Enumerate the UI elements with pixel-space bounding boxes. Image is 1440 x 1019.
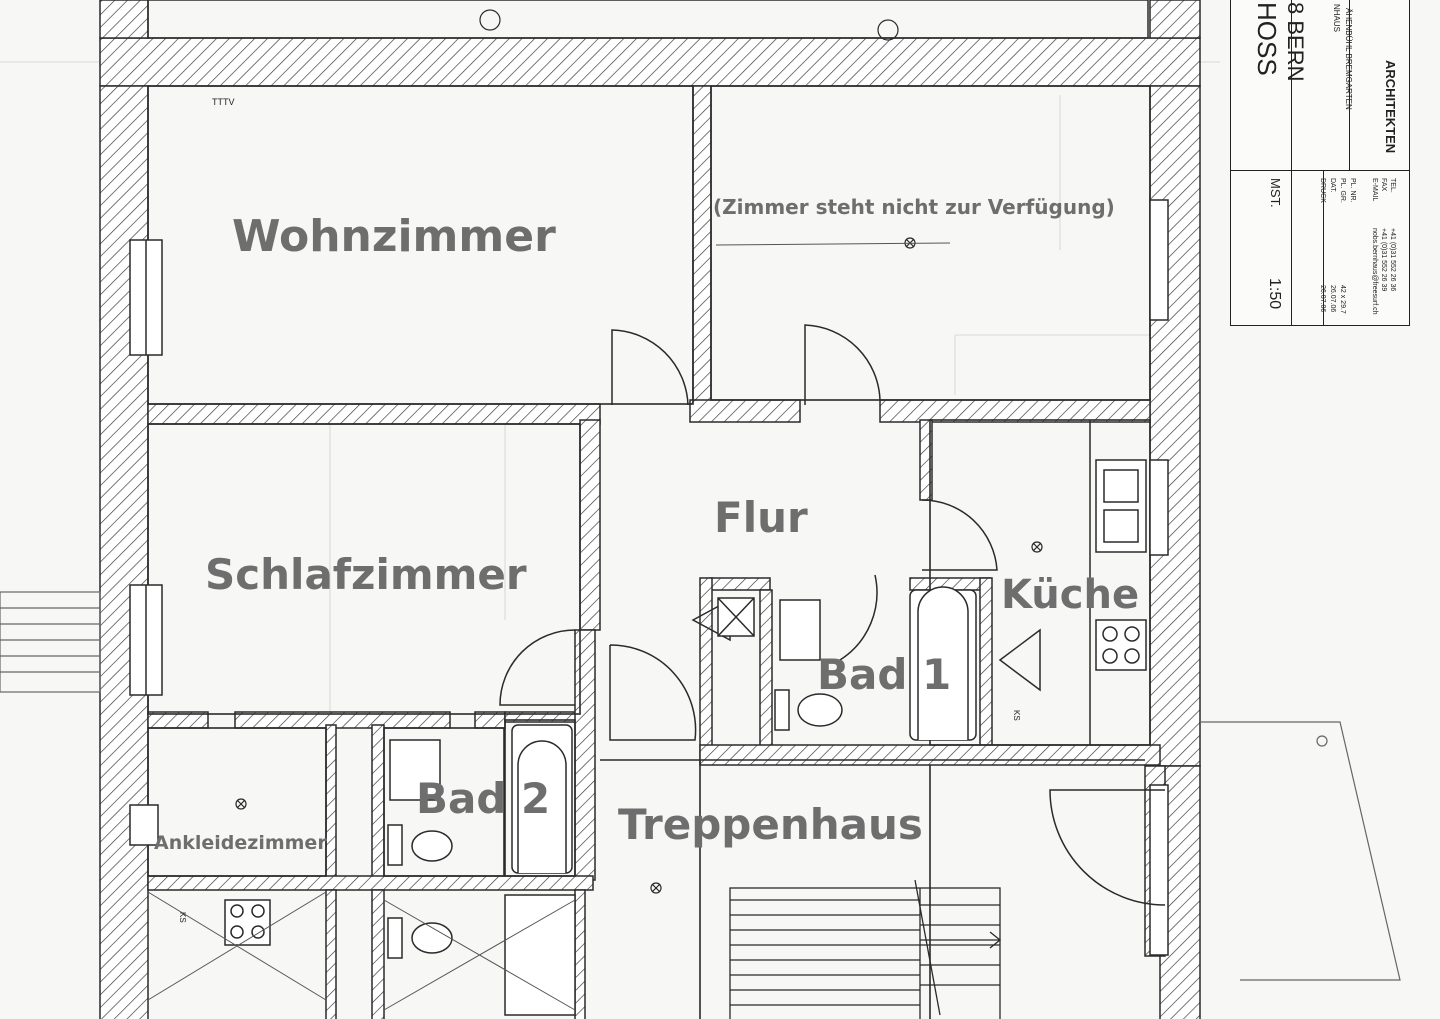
room-label-wohnzimmer: Wohnzimmer: [232, 211, 556, 262]
title-block-firm: ARCHITEKTEN: [1383, 60, 1398, 154]
contact-label-tel: TEL.: [1389, 178, 1396, 193]
windows: [129, 0, 1169, 956]
meta-label-print: DRUCK: [1319, 178, 1326, 203]
room-label-unavailable: (Zimmer steht nicht zur Verfügung): [713, 195, 1115, 219]
room-label-ankleidezimmer: Ankleidezimmer: [154, 832, 327, 854]
room-label-treppenhaus: Treppenhaus: [618, 800, 923, 849]
ks-label-kitchen: KS: [1012, 710, 1021, 721]
scale-value: 1:50: [1266, 278, 1283, 310]
meta-value-print: 26.07.06: [1319, 285, 1326, 313]
tv-outlet-label: TTTV: [212, 97, 235, 107]
fixtures: [224, 420, 1147, 1016]
meta-label-plan-nr: PL. NR.: [1349, 178, 1356, 203]
title-block: [1230, 0, 1410, 326]
diagonal-lines: [147, 891, 576, 1011]
staircase: [729, 879, 1002, 1019]
contact-value-email: nobs.bernhaus@freesurf.ch: [1371, 228, 1378, 315]
room-label-bad2: Bad 2: [416, 774, 551, 823]
room-label-bad1: Bad 1: [817, 650, 952, 699]
walls: [99, 0, 1201, 1019]
contact-label-fax: FAX: [1380, 178, 1387, 192]
scale-label: MST.: [1268, 178, 1283, 208]
title-block-project-3: NHAUS: [1332, 4, 1341, 33]
meta-label-plan-size: PL. GR.: [1339, 178, 1346, 203]
contact-value-fax: +41 (0)31 552 26 39: [1380, 228, 1387, 292]
title-block-address: ÄHENBÜHL BREMGARTEN: [1344, 8, 1353, 110]
ks-label-lower: KS: [178, 912, 187, 923]
title-block-project-2: 8 BERN: [1283, 2, 1308, 82]
exterior-elements: [0, 591, 1401, 981]
beam-line: [715, 242, 951, 246]
title-block-project-1: HOSS: [1252, 2, 1282, 76]
contact-value-tel: +41 (0)31 552 26 36: [1389, 228, 1396, 292]
meta-value-plan-size: 42 x 29.7: [1339, 285, 1346, 314]
construction-lines: [0, 61, 1220, 720]
room-label-kueche: Küche: [1001, 572, 1140, 618]
contact-label-email: E-MAIL: [1371, 178, 1378, 202]
room-label-schlafzimmer: Schlafzimmer: [205, 550, 527, 599]
room-label-flur: Flur: [714, 493, 808, 542]
meta-label-date: DAT.: [1329, 178, 1336, 193]
meta-value-date: 26.07.06: [1329, 285, 1336, 313]
